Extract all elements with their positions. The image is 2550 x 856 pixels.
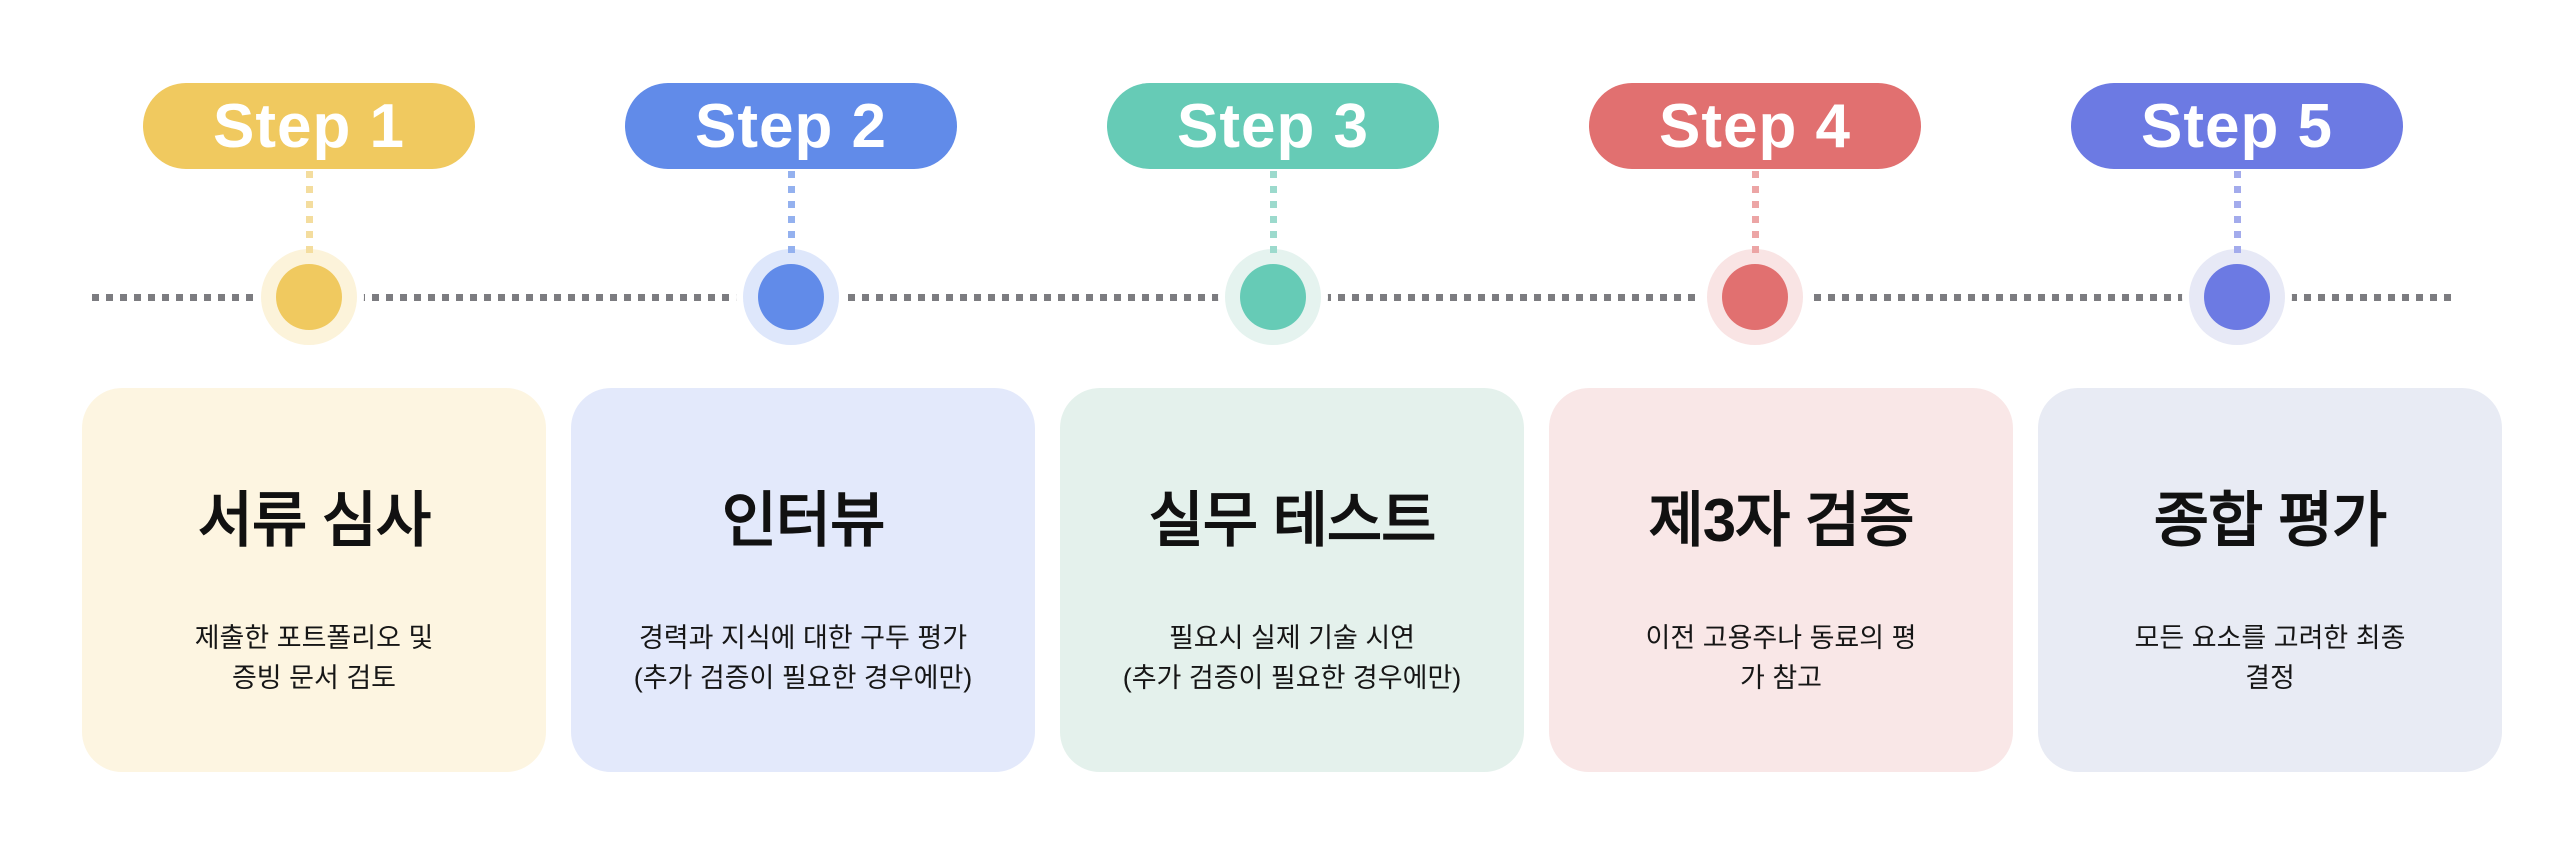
step-badge: Step 4 — [1589, 83, 1921, 169]
step-card: 인터뷰 경력과 지식에 대한 구두 평가 (추가 검증이 필요한 경우에만) — [571, 388, 1035, 772]
step-card-description: 이전 고용주나 동료의 평 가 참고 — [1645, 623, 1917, 693]
step-card: 서류 심사 제출한 포트폴리오 및 증빙 문서 검토 — [82, 388, 546, 772]
vertical-dotted-connector — [1269, 171, 1277, 261]
vertical-dotted-connector — [2233, 171, 2241, 261]
step-card-title: 제3자 검증 — [1648, 487, 1915, 554]
vertical-dotted-connector — [1751, 171, 1759, 261]
step-badge: Step 1 — [143, 83, 475, 169]
step-card-title: 종합 평가 — [2153, 487, 2387, 554]
step-badge: Step 5 — [2071, 83, 2403, 169]
step-card-description: 제출한 포트폴리오 및 증빙 문서 검토 — [194, 623, 434, 693]
vertical-dotted-connector — [305, 171, 313, 261]
step-card: 제3자 검증 이전 고용주나 동료의 평 가 참고 — [1549, 388, 2013, 772]
step-card: 실무 테스트 필요시 실제 기술 시연 (추가 검증이 필요한 경우에만) — [1060, 388, 1524, 772]
step-card-description: 경력과 지식에 대한 구두 평가 (추가 검증이 필요한 경우에만) — [633, 623, 973, 693]
vertical-dotted-connector — [787, 171, 795, 261]
step-badge: Step 2 — [625, 83, 957, 169]
timeline-dotted-line — [92, 294, 2455, 301]
step-card-title: 서류 심사 — [197, 487, 431, 554]
step-card-title: 인터뷰 — [721, 487, 886, 554]
step-badge: Step 3 — [1107, 83, 1439, 169]
step-card-title: 실무 테스트 — [1148, 487, 1437, 554]
step-card-description: 모든 요소를 고려한 최종 결정 — [2134, 623, 2406, 693]
step-card: 종합 평가 모든 요소를 고려한 최종 결정 — [2038, 388, 2502, 772]
step-card-description: 필요시 실제 기술 시연 (추가 검증이 필요한 경우에만) — [1122, 623, 1462, 693]
